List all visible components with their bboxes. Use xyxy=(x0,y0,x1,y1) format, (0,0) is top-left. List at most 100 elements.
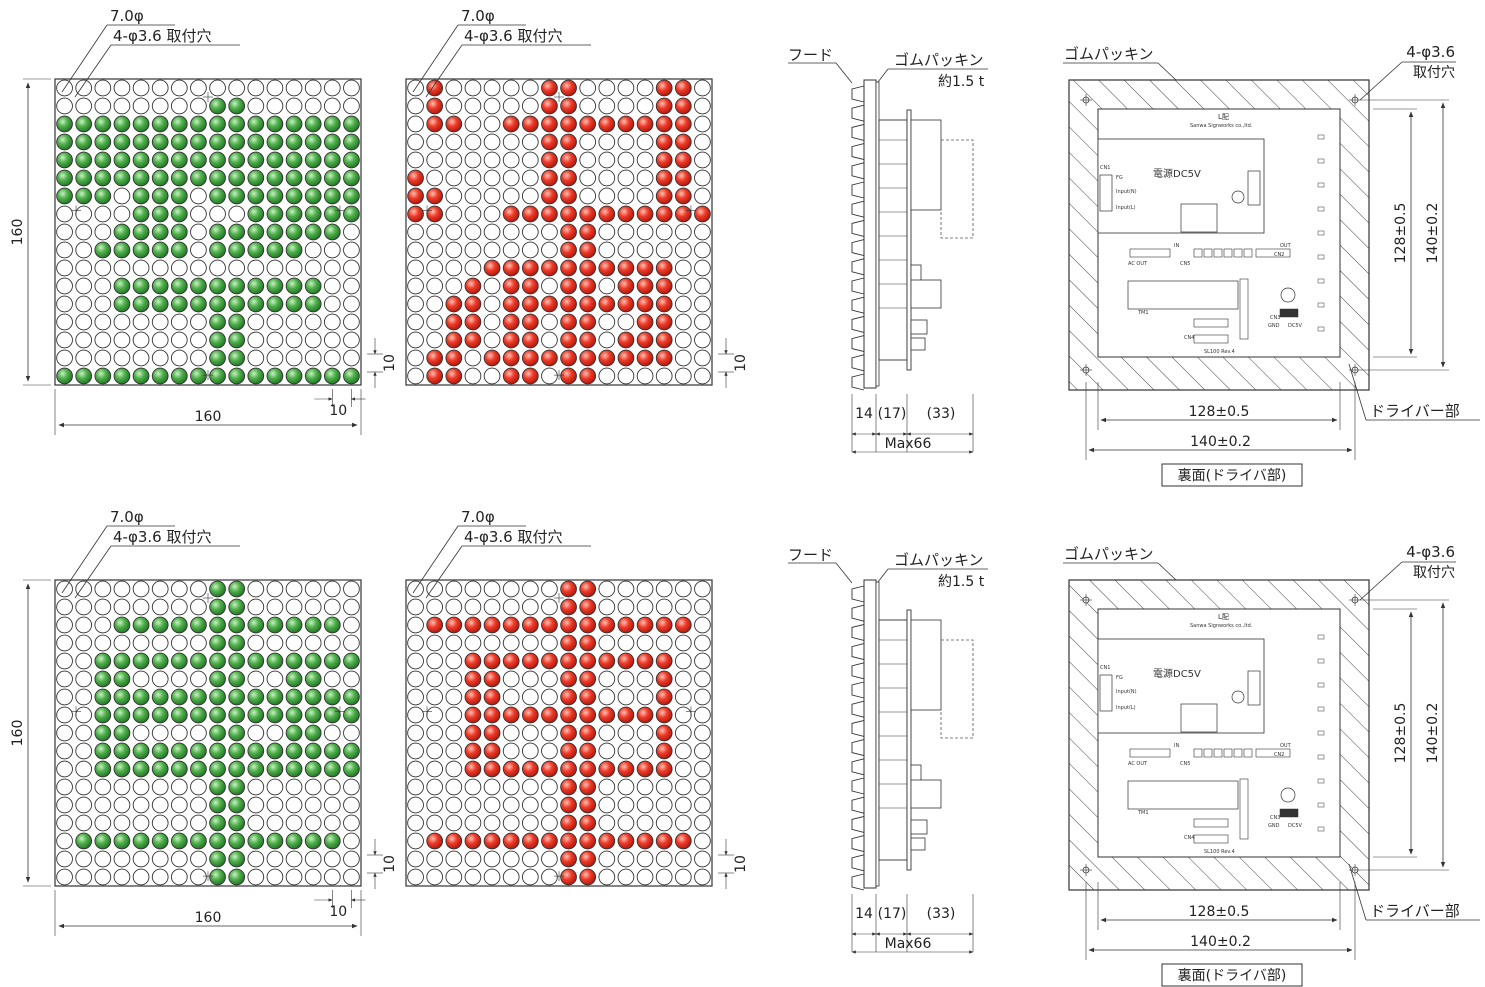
led-on xyxy=(190,151,207,169)
led-off xyxy=(75,850,93,868)
led-off xyxy=(483,850,501,868)
led-on xyxy=(132,616,150,634)
led-off xyxy=(94,868,112,886)
led-off xyxy=(694,832,711,850)
dim-outer-horizontal: 140±0.2 xyxy=(1190,434,1251,450)
mount-hole-label: 4-φ3.6 取付穴 xyxy=(464,528,562,546)
led-off xyxy=(464,868,482,886)
led-on xyxy=(151,742,169,760)
led-off xyxy=(521,151,539,169)
led-off xyxy=(56,760,73,778)
driver-label: ドライバー部 xyxy=(1370,402,1460,420)
led-off xyxy=(75,688,93,706)
hood-fin xyxy=(851,873,865,891)
led-on xyxy=(521,331,539,349)
led-on xyxy=(521,295,539,313)
led-on xyxy=(228,724,246,742)
led-on xyxy=(343,652,360,670)
led-on xyxy=(113,115,131,133)
led-on xyxy=(151,277,169,295)
cn1-connector xyxy=(1099,674,1113,712)
led-off xyxy=(426,259,444,277)
led-on xyxy=(304,688,322,706)
hood-fin xyxy=(851,373,865,391)
leader-gasket xyxy=(877,568,889,583)
led-off xyxy=(190,187,207,205)
led-off xyxy=(655,868,673,886)
led-on xyxy=(151,688,169,706)
led-off xyxy=(426,814,444,832)
led-on xyxy=(598,760,616,778)
dim-board: (17) xyxy=(878,406,907,422)
led-off xyxy=(541,598,558,616)
led-on xyxy=(655,187,673,205)
led-on xyxy=(579,778,597,796)
led-on xyxy=(560,133,577,151)
led-off xyxy=(132,634,150,652)
led-off xyxy=(151,580,169,598)
led-off xyxy=(285,814,303,832)
led-off xyxy=(598,79,616,97)
connector xyxy=(1193,834,1229,844)
led-off xyxy=(541,241,558,259)
smd-part xyxy=(1317,230,1325,236)
led-off xyxy=(343,796,360,814)
leader-led-diameter xyxy=(61,525,108,594)
led-on xyxy=(285,688,303,706)
led-on xyxy=(209,778,226,796)
led-off xyxy=(323,349,341,367)
led-on xyxy=(323,169,341,187)
led-on xyxy=(285,151,303,169)
led-on xyxy=(266,742,284,760)
hood-label: フード xyxy=(788,46,833,64)
height-label: 160 xyxy=(10,720,26,747)
smd-part xyxy=(1317,706,1325,712)
led-off xyxy=(56,241,73,259)
width-label: 160 xyxy=(195,409,222,425)
capacitor xyxy=(1231,190,1245,204)
led-off xyxy=(541,580,558,598)
led-on xyxy=(132,223,150,241)
led-on xyxy=(636,760,654,778)
led-on xyxy=(426,367,444,385)
led-on xyxy=(209,706,226,724)
led-off xyxy=(304,97,322,115)
pcb-ac-out: AC OUT xyxy=(1128,761,1148,767)
led-on xyxy=(170,223,188,241)
led-on xyxy=(617,616,635,634)
led-off xyxy=(483,151,501,169)
led-on xyxy=(132,205,150,223)
led-off xyxy=(445,187,463,205)
led-off xyxy=(75,79,93,97)
led-on xyxy=(228,97,246,115)
led-on xyxy=(464,616,482,634)
led-off xyxy=(464,778,482,796)
driver-board xyxy=(906,109,912,371)
led-on xyxy=(502,760,520,778)
led-on xyxy=(483,616,501,634)
led-off xyxy=(426,133,444,151)
led-on xyxy=(502,706,520,724)
led-off xyxy=(445,760,463,778)
led-off xyxy=(655,241,673,259)
led-off xyxy=(598,241,616,259)
led-on xyxy=(541,205,558,223)
led-off xyxy=(170,349,188,367)
hood-body xyxy=(863,579,877,889)
led-off xyxy=(617,97,635,115)
led-off xyxy=(75,760,93,778)
smd-part xyxy=(1317,730,1325,736)
led-on xyxy=(247,115,265,133)
led-on xyxy=(445,616,463,634)
led-on xyxy=(190,616,207,634)
led-on xyxy=(483,832,501,850)
led-on xyxy=(502,277,520,295)
led-on xyxy=(407,187,424,205)
led-off xyxy=(407,115,424,133)
led-off xyxy=(694,652,711,670)
led-off xyxy=(502,868,520,886)
led-off xyxy=(407,367,424,385)
led-off xyxy=(426,313,444,331)
dim-total: Max66 xyxy=(885,436,932,452)
led-off xyxy=(655,367,673,385)
